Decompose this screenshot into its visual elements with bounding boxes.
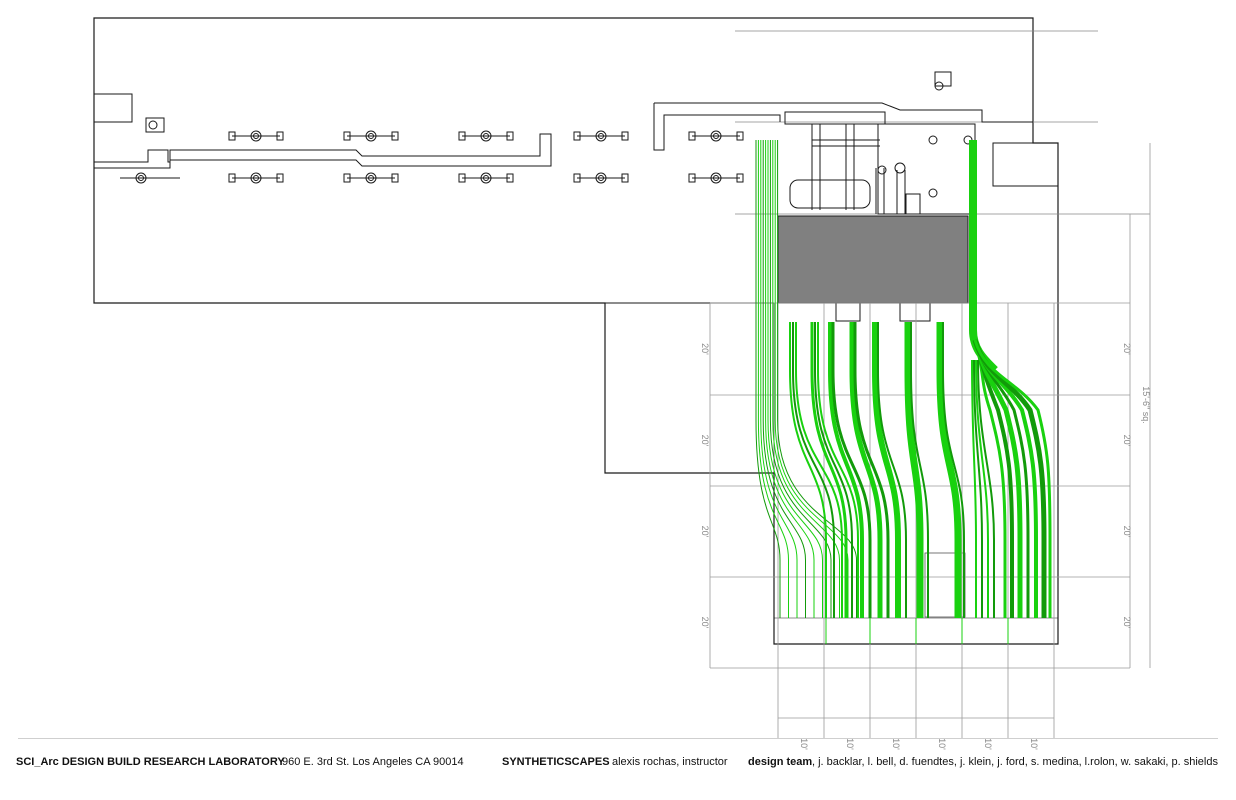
team-label: design team (748, 756, 813, 768)
green-strand (849, 322, 883, 618)
dim-label-col: 10' (845, 738, 855, 750)
rail-node (343, 172, 399, 184)
green-strand (904, 322, 924, 618)
green-strand (817, 322, 859, 618)
green-strand (828, 322, 864, 618)
dim-label-row: 20' (1122, 435, 1132, 447)
rail-node (228, 172, 284, 184)
reference-lines (735, 30, 1150, 215)
dim-label-overall: 15'-6" sq. (1141, 386, 1151, 423)
dim-label-col: 10' (937, 738, 947, 750)
green-strand (972, 339, 1023, 618)
dim-label-col: 10' (799, 738, 809, 750)
dim-label-row: 20' (1122, 526, 1132, 538)
rail-node (688, 172, 744, 184)
green-strand (969, 140, 998, 373)
green-strands (755, 140, 1052, 644)
lab-name: SCI_Arc DESIGN BUILD RESEARCH LABORATORY (16, 756, 285, 768)
green-strand (877, 322, 907, 618)
green-strand (760, 140, 798, 618)
rail-node (573, 172, 629, 184)
rail-nodes (120, 130, 744, 184)
rail-node (458, 172, 514, 184)
green-strand (831, 322, 872, 618)
green-strand (767, 140, 823, 618)
site-plan-drawing: 20' 20' 20' 20' 20' 20' 20' 20' 10' 10' 10' 10' 10' 1… (93, 17, 1151, 750)
concrete-slab (777, 215, 969, 304)
green-strand (792, 322, 835, 618)
rail-track (94, 117, 552, 169)
dim-label-row: 20' (700, 435, 710, 447)
instructor: alexis rochas, instructor (612, 756, 728, 768)
team-members: , j. backlar, l. bell, d. fuendtes, j. k… (812, 756, 1218, 768)
dim-label-col: 10' (891, 738, 901, 750)
dim-label-row: 20' (700, 617, 710, 629)
dim-label-row: 20' (1122, 617, 1132, 629)
building-outline (93, 17, 1059, 645)
dim-label-row: 20' (700, 343, 710, 355)
green-strand (936, 322, 962, 618)
green-strand (795, 322, 843, 618)
dim-label-col: 10' (983, 738, 993, 750)
green-strand (853, 322, 890, 618)
green-strand (910, 322, 929, 618)
dimension-labels: 20' 20' 20' 20' 20' 20' 20' 20' 10' 10' 10' 10' 10' 1… (700, 343, 1151, 750)
dim-label-row: 20' (700, 526, 710, 538)
title-block: SCI_Arc DESIGN BUILD RESEARCH LABORATORY… (16, 756, 1226, 774)
entry-box (93, 93, 133, 123)
rail-node (343, 130, 399, 142)
dim-label-col: 10' (1029, 738, 1039, 750)
green-strand (772, 140, 840, 618)
green-strand (762, 140, 806, 618)
rail-node (458, 130, 514, 142)
green-strand (973, 339, 1052, 618)
green-strand (971, 359, 977, 618)
project-name: SYNTHETICSCAPES (502, 756, 610, 768)
green-strand (789, 322, 827, 618)
rail-node (573, 130, 629, 142)
dim-label-row: 20' (1122, 343, 1132, 355)
green-strand (810, 322, 848, 618)
green-strand (977, 359, 995, 618)
machinery (653, 71, 1059, 215)
green-strand (814, 322, 853, 618)
green-strand (975, 359, 989, 618)
green-strand (757, 140, 789, 618)
green-strand (769, 140, 832, 618)
green-strand (973, 359, 983, 618)
green-strand (777, 140, 857, 618)
green-strand (755, 140, 781, 618)
rail-node (228, 130, 284, 142)
rail-node (688, 130, 744, 142)
footer-rule (18, 738, 1218, 739)
green-strand (872, 322, 901, 618)
green-strand (942, 322, 965, 618)
lab-address: 960 E. 3rd St. Los Angeles CA 90014 (282, 756, 464, 768)
green-strand (765, 140, 815, 618)
rail-node (120, 172, 180, 184)
